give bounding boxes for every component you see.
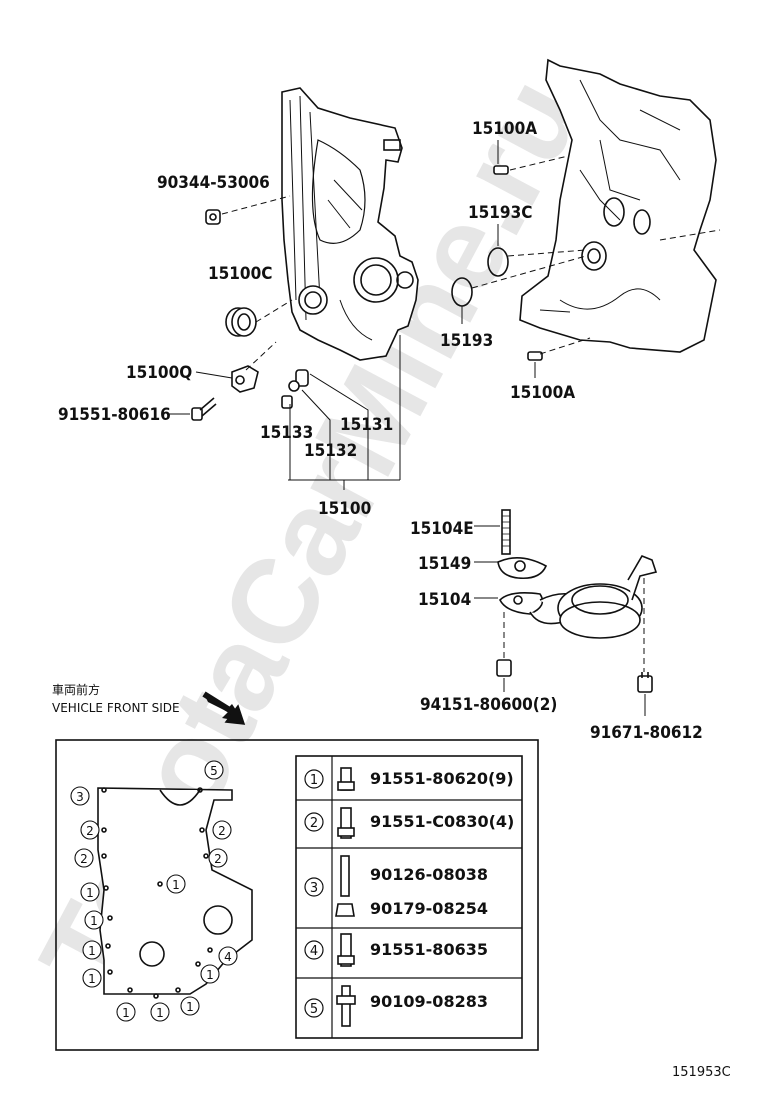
engine-block-drawing — [519, 58, 721, 353]
legend-part-number: 90179-08254 — [370, 899, 488, 918]
callout-15131: 15131 — [340, 415, 393, 435]
bolt-icon-row2 — [337, 807, 355, 839]
cover-marker-circle — [82, 940, 102, 960]
cover-marker-circle — [80, 820, 100, 840]
cover-marker-number: 5 — [210, 764, 218, 778]
front-side-jp: 車両前方 — [52, 682, 100, 697]
callout-91551-80616: 91551-80616 — [58, 405, 171, 425]
cover-marker-number: 2 — [80, 852, 88, 866]
legend-number: 4 — [310, 944, 318, 959]
cover-marker-number: 1 — [206, 968, 214, 982]
bolt-91671-drawing — [637, 672, 653, 693]
cover-marker-number: 4 — [224, 950, 232, 964]
cover-marker-circle — [74, 848, 94, 868]
cover-marker-circle — [166, 874, 186, 894]
pin-15100a-top-drawing — [493, 165, 509, 175]
stud-bolt-icon-row5 — [336, 985, 356, 1027]
legend-number-circle — [304, 812, 324, 832]
nut-94151-drawing — [496, 659, 512, 677]
callout-90344-53006: 90344-53006 — [157, 173, 270, 193]
legend-number-circle — [304, 769, 324, 789]
o-ring-15193c-drawing — [487, 247, 509, 277]
bolt-icon-row1 — [337, 767, 355, 791]
bolt-91551-80616-drawing — [191, 397, 217, 421]
stud-15104e-drawing — [501, 509, 511, 555]
legend-part-number: 91551-80620(9) — [370, 769, 514, 788]
cover-marker-circle — [180, 996, 200, 1016]
bracket-15100q-drawing — [231, 365, 259, 393]
cover-marker-number: 2 — [214, 852, 222, 866]
cover-marker-number: 2 — [86, 824, 94, 838]
cover-marker-number: 1 — [122, 1006, 130, 1020]
bolt-icon-row4 — [337, 933, 355, 967]
legend-part-number: 90126-08038 — [370, 865, 488, 884]
callout-15100c: 15100C — [208, 264, 272, 284]
seal-15100c-drawing — [225, 307, 257, 337]
nut-90344-drawing — [205, 209, 221, 225]
inset-frame — [55, 739, 539, 1051]
callout-15149: 15149 — [418, 554, 471, 574]
front-arrow-icon — [202, 691, 246, 725]
pin-15100a-bottom-drawing — [527, 351, 543, 361]
cover-marker-circle — [84, 910, 104, 930]
legend-number: 3 — [310, 881, 318, 896]
callout-15104: 15104 — [418, 590, 471, 610]
cover-marker-number: 1 — [156, 1006, 164, 1020]
legend-number: 1 — [310, 773, 318, 788]
callout-91671-80612: 91671-80612 — [590, 723, 703, 743]
cover-marker-circle — [208, 848, 228, 868]
cover-marker-circle — [116, 1002, 136, 1022]
front-side-en: VEHICLE FRONT SIDE — [52, 701, 180, 715]
cover-marker-circle — [218, 946, 238, 966]
callout-15104e: 15104E — [410, 519, 474, 539]
oil-parts-15131-15133-drawing — [281, 369, 309, 409]
cover-marker-number: 1 — [88, 944, 96, 958]
legend-part-number: 91551-80635 — [370, 940, 488, 959]
gasket-15149-drawing — [497, 557, 548, 580]
legend-entries: 1 91551-80620(9) 2 91551-C0830(4) 3 90126-080… — [304, 769, 514, 1018]
callout-15193: 15193 — [440, 331, 493, 351]
cover-marker-circle — [200, 964, 220, 984]
callout-15100: 15100 — [318, 499, 371, 519]
cover-marker-number: 1 — [88, 972, 96, 986]
legend-number: 2 — [310, 816, 318, 831]
cover-marker-number: 1 — [86, 886, 94, 900]
cover-marker-circle — [212, 820, 232, 840]
cover-marker-number: 2 — [218, 824, 226, 838]
callout-15100a-bottom: 15100A — [510, 383, 575, 403]
cover-marker-circle — [204, 760, 224, 780]
figure-id: 151953C — [672, 1065, 731, 1080]
legend-part-number: 91551-C0830(4) — [370, 812, 514, 831]
legend-number-circle — [304, 940, 324, 960]
cover-marker-number: 3 — [76, 790, 84, 804]
callout-94151-80600: 94151-80600(2) — [420, 695, 557, 715]
legend-part-number: 90109-08283 — [370, 992, 488, 1011]
callout-15133: 15133 — [260, 423, 313, 443]
cover-marker-circle — [80, 882, 100, 902]
cover-marker-number: 1 — [172, 878, 180, 892]
stud-icon-row3 — [335, 855, 355, 917]
legend-number-circle — [304, 877, 324, 897]
cover-marker-circle — [70, 786, 90, 806]
cover-marker-circle — [82, 968, 102, 988]
cover-marker-circle — [150, 1002, 170, 1022]
timing-cover-drawing — [281, 87, 419, 361]
legend-number-circle — [304, 998, 324, 1018]
legend-number: 5 — [310, 1002, 318, 1017]
cover-marker-number: 1 — [90, 914, 98, 928]
strainer-15104-drawing — [499, 555, 658, 639]
callout-15100a-top: 15100A — [472, 119, 537, 139]
callout-15193c: 15193C — [468, 203, 532, 223]
callout-15100q: 15100Q — [126, 363, 192, 383]
cover-marker-number: 1 — [186, 1000, 194, 1014]
fastener-legend-table — [295, 755, 523, 1039]
callout-15132: 15132 — [304, 441, 357, 461]
